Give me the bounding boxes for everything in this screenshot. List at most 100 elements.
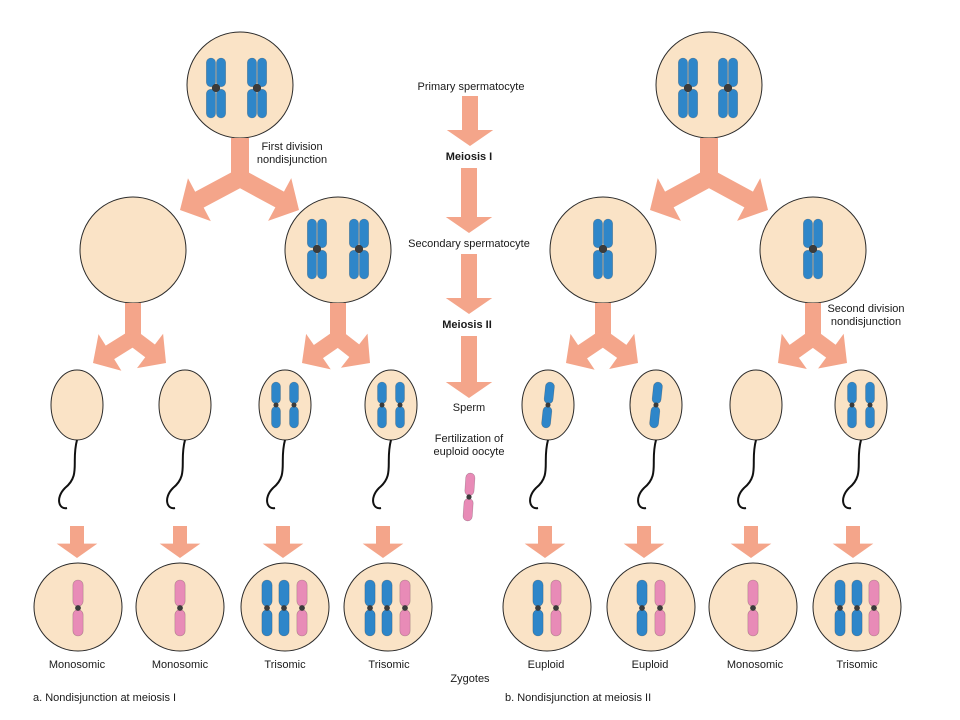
split-arrow-a-right-right: [333, 331, 370, 368]
zygote-label-b2: Euploid: [631, 659, 669, 671]
cell-a-primary: [186, 31, 294, 139]
center-arrow-4: [445, 336, 493, 398]
chromosome-zygote-a3-3: [296, 579, 308, 637]
split-arrow-b-right-right: [808, 331, 847, 369]
sperm-b2-tail: [637, 439, 657, 510]
zygote-arrow-a4: [362, 526, 404, 558]
chromosome-a-secondary-2: [349, 218, 369, 280]
zygote-arrow-b4: [832, 526, 874, 558]
label-meiosis-2: Meiosis II: [442, 319, 492, 331]
chromosome-b-primary-2: [718, 57, 738, 119]
chromosome-zygote-b4-1: [834, 579, 846, 637]
zygote-arrow-a3: [262, 526, 304, 558]
zygote-label-a2: Monosomic: [151, 659, 209, 671]
sperm-b4: [834, 369, 888, 441]
zygote-b2: [606, 562, 696, 652]
zygote-label-a1: Monosomic: [48, 659, 106, 671]
label-fertilization-line1: Fertilization of: [434, 433, 504, 445]
split-arrow-b-right-stem: [805, 303, 821, 342]
annotation-first-division-line1: First division: [261, 141, 323, 153]
label-primary-spermatocyte: Primary spermatocyte: [417, 81, 525, 93]
label-meiosis-1: Meiosis I: [445, 151, 493, 163]
label-fertilization: Fertilization of euploid oocyte: [434, 433, 505, 459]
label-fertilization-line2: euploid oocyte: [433, 446, 505, 458]
split-arrow-b-left-right: [598, 331, 638, 369]
split-arrow-a-right-left: [302, 331, 343, 370]
sperm-b3: [729, 369, 783, 441]
chromosome-sperm-b1: [541, 381, 555, 429]
split-arrow-b-right-left: [778, 331, 818, 369]
zygote-b1: [502, 562, 592, 652]
zygote-label-b1: Euploid: [527, 659, 565, 671]
zygote-arrow-a2: [159, 526, 201, 558]
cell-b-primary: [655, 31, 763, 139]
zygote-arrow-a1: [56, 526, 98, 558]
chromosome-zygote-a3-1: [261, 579, 273, 637]
center-arrow-3: [445, 254, 493, 314]
center-arrow-1: [446, 96, 494, 146]
chromosome-zygote-a1: [72, 579, 84, 637]
chromosome-zygote-a4-3: [399, 579, 411, 637]
label-sperm: Sperm: [452, 402, 486, 414]
chromosome-zygote-b2-1: [636, 579, 648, 637]
chromosome-oocyte: [462, 472, 476, 522]
chromosome-zygote-a3-2: [278, 579, 290, 637]
annotation-second-division: Second division nondisjunction: [827, 303, 904, 329]
sperm-a4-tail: [372, 439, 392, 510]
chromosome-a-primary-2: [247, 57, 267, 119]
zygote-arrow-b1: [524, 526, 566, 558]
caption-panel-b: b. Nondisjunction at meiosis II: [505, 692, 652, 704]
sperm-a1: [50, 369, 104, 441]
chromosome-a-secondary-1: [307, 218, 327, 280]
chromosome-sperm-b4-2: [865, 381, 875, 429]
sperm-a2-tail: [166, 439, 186, 510]
sperm-b3-tail: [737, 439, 757, 510]
zygote-label-b3: Monosomic: [726, 659, 784, 671]
chromosome-b-secondary-1: [593, 218, 613, 280]
split-arrow-a-left-right: [128, 331, 166, 369]
chromosome-zygote-b4-2: [851, 579, 863, 637]
chromosome-a-primary-1: [206, 57, 226, 119]
split-arrow-b-meiosis1-right: [704, 170, 768, 221]
chromosome-zygote-b1-2: [550, 579, 562, 637]
cell-a-secondary-empty: [79, 196, 187, 304]
sperm-a3: [258, 369, 312, 441]
chromosome-sperm-a4-2: [395, 381, 405, 429]
chromosome-b-secondary-2: [803, 218, 823, 280]
zygote-label-a4: Trisomic: [368, 659, 410, 671]
chromosome-sperm-b2: [649, 381, 663, 429]
annotation-second-division-line2: nondisjunction: [830, 316, 902, 328]
sperm-b1-tail: [529, 439, 549, 510]
chromosome-sperm-a3-2: [289, 381, 299, 429]
cell-a-secondary-full: [284, 196, 392, 304]
annotation-first-division: First division nondisjunction: [257, 141, 327, 167]
chromosome-sperm-b4-1: [847, 381, 857, 429]
split-arrow-b-left-left: [566, 331, 608, 370]
zygote-label-b4: Trisomic: [836, 659, 878, 671]
split-arrow-a-meiosis1-left: [180, 170, 245, 222]
chromosome-zygote-b4-3: [868, 579, 880, 637]
sperm-b4-tail: [842, 439, 862, 510]
sperm-a3-tail: [266, 439, 286, 510]
chromosome-zygote-a2: [174, 579, 186, 637]
chromosome-b-primary-1: [678, 57, 698, 119]
chromosome-zygote-b3: [747, 579, 759, 637]
chromosome-zygote-b2-2: [654, 579, 666, 637]
split-arrow-a-meiosis1-right: [235, 170, 299, 221]
center-arrow-2: [445, 168, 493, 233]
sperm-a4: [364, 369, 418, 441]
chromosome-sperm-a3-1: [271, 381, 281, 429]
zygote-label-a3: Trisomic: [264, 659, 306, 671]
label-secondary-spermatocyte: Secondary spermatocyte: [408, 238, 530, 250]
chromosome-zygote-a4-2: [381, 579, 393, 637]
zygote-arrow-b3: [730, 526, 772, 558]
label-zygotes: Zygotes: [450, 673, 490, 685]
annotation-second-division-line1: Second division: [827, 303, 905, 315]
split-arrow-a-left-left: [93, 331, 138, 371]
caption-panel-a: a. Nondisjunction at meiosis I: [33, 692, 177, 704]
chromosome-sperm-a4-1: [377, 381, 387, 429]
sperm-a1-tail: [58, 439, 78, 510]
annotation-first-division-line2: nondisjunction: [256, 154, 328, 166]
chromosome-zygote-a4-1: [364, 579, 376, 637]
